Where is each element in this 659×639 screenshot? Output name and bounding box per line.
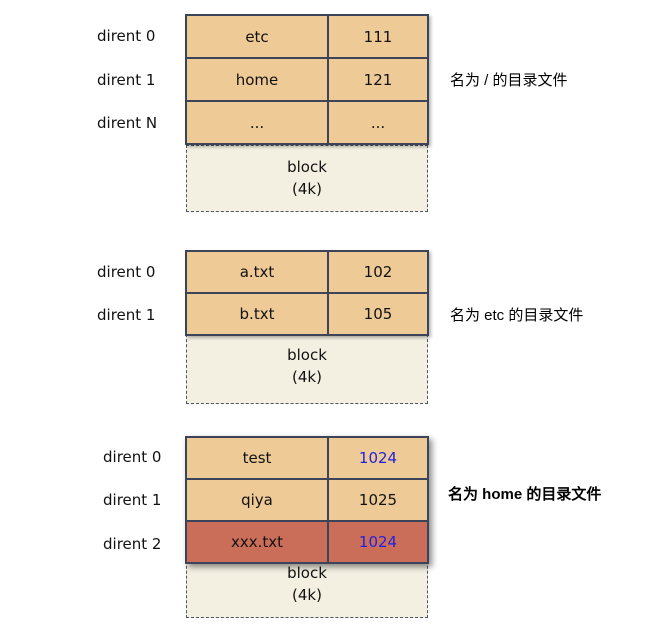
dirent-label: dirent 0: [97, 263, 156, 281]
dirent-name-cell: xxx.txt: [230, 533, 284, 551]
block-size-label: (4k): [292, 368, 322, 386]
inode-value-cell: 1025: [327, 480, 427, 520]
table-row: etc 111: [187, 16, 427, 57]
block-size-label: (4k): [292, 586, 322, 604]
dirent-name-cell: b.txt: [239, 305, 275, 323]
dirent-label: dirent 0: [103, 448, 162, 466]
dirent-name-cell: a.txt: [239, 263, 275, 281]
group-caption-home: 名为 home 的目录文件: [448, 486, 602, 503]
dirent-name-cell: qiya: [241, 491, 273, 509]
table-row: qiya 1025: [187, 478, 427, 520]
block-box: block (4k): [186, 145, 428, 212]
table-row: home 121: [187, 57, 427, 100]
inode-value-cell: 1024: [327, 438, 427, 478]
group-caption-root: 名为 / 的目录文件: [450, 72, 568, 89]
inode-value-cell: 111: [327, 16, 427, 57]
table-row: b.txt 105: [187, 292, 427, 334]
dirent-label: dirent 0: [97, 27, 156, 45]
block-label: block: [287, 564, 327, 582]
table-row-highlighted: xxx.txt 1024: [187, 520, 427, 562]
inode-value-cell: 102: [327, 252, 427, 292]
dirent-table-etc: a.txt 102 b.txt 105: [185, 250, 429, 336]
inode-value-cell: 1024: [327, 522, 427, 562]
dirent-table-root: etc 111 home 121 ... ...: [185, 14, 429, 145]
block-box: block (4k): [186, 334, 428, 404]
dirent-label: dirent 1: [97, 71, 156, 89]
inode-value-cell: 105: [327, 294, 427, 334]
dirent-label: dirent 1: [103, 491, 162, 509]
table-row: ... ...: [187, 100, 427, 143]
block-label: block: [287, 346, 327, 364]
inode-value-cell: ...: [327, 102, 427, 143]
dirent-table-home: test 1024 qiya 1025 xxx.txt 1024: [185, 436, 429, 564]
table-row: a.txt 102: [187, 252, 427, 292]
group-caption-etc: 名为 etc 的目录文件: [450, 307, 584, 324]
table-row: test 1024: [187, 438, 427, 478]
inode-value-cell: 121: [327, 59, 427, 100]
dirent-label: dirent 1: [97, 306, 156, 324]
dirent-name-cell: test: [242, 449, 272, 467]
dirent-name-cell: etc: [245, 27, 269, 46]
dirent-name-cell: home: [235, 70, 279, 89]
block-label: block: [287, 158, 327, 176]
dirent-label: dirent 2: [103, 535, 162, 553]
dirent-name-cell: ...: [249, 113, 265, 132]
block-size-label: (4k): [292, 180, 322, 198]
dirent-label: dirent N: [97, 114, 158, 132]
